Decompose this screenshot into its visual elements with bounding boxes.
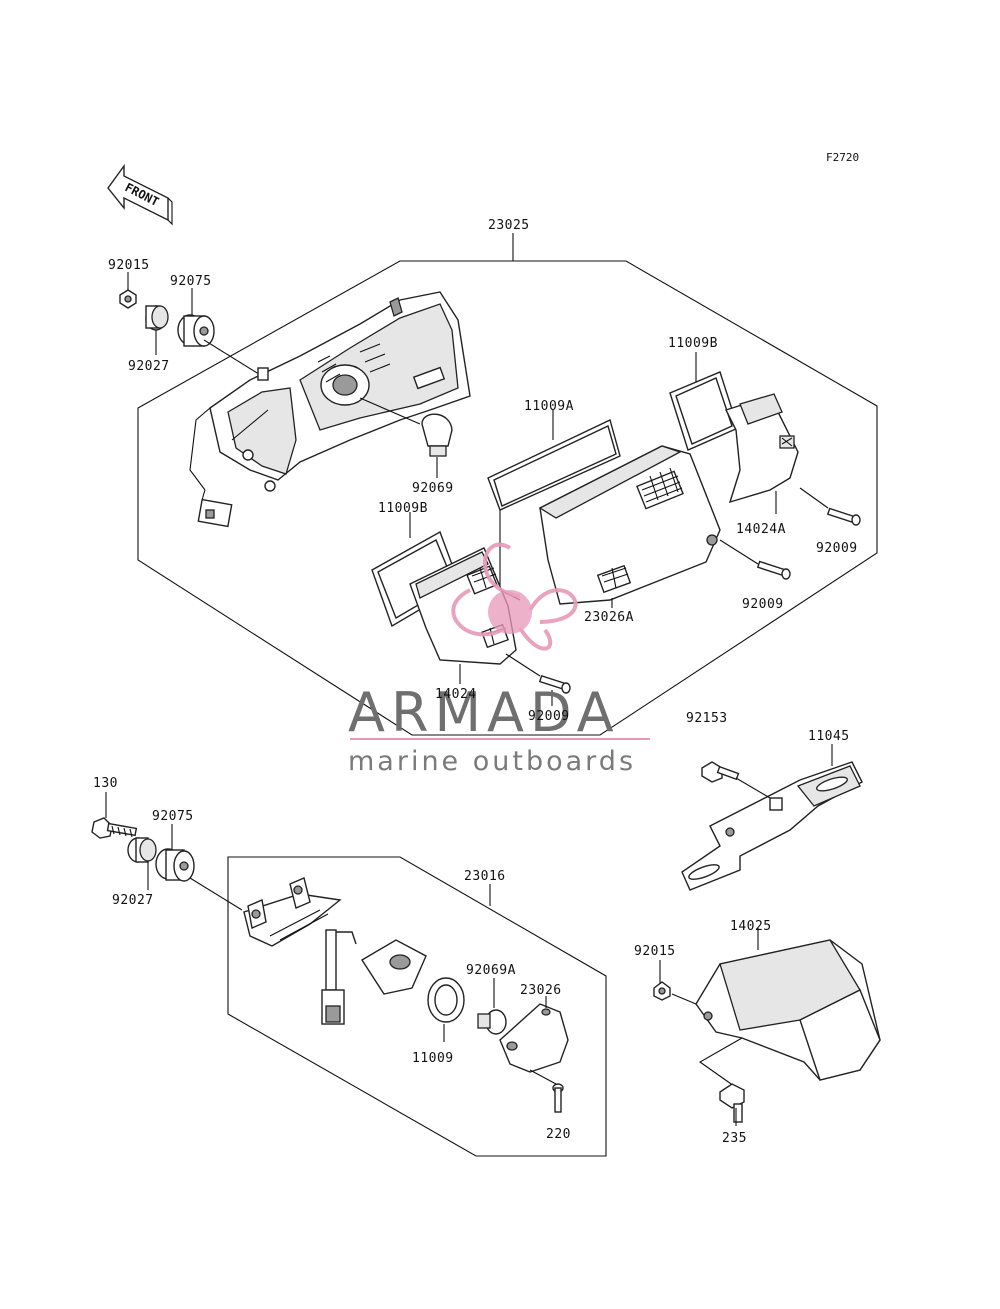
label-92027-top: 92027 <box>128 359 170 374</box>
gasket-11009 <box>427 977 465 1042</box>
figure-code: F2720 <box>826 151 859 164</box>
screw-92009-left <box>505 653 571 706</box>
label-14025: 14025 <box>730 919 772 934</box>
lens-23026a <box>538 445 721 608</box>
label-11009b-right: 11009B <box>668 336 718 351</box>
bracket-11045 <box>681 744 863 891</box>
label-23026a: 23026A <box>584 610 634 625</box>
label-23025: 23025 <box>488 218 530 233</box>
label-92075-lower: 92075 <box>152 809 194 824</box>
bolt-235 <box>719 1083 745 1123</box>
wire-connector <box>197 489 233 528</box>
label-92069a: 92069A <box>466 963 516 978</box>
label-92027-lower: 92027 <box>112 893 154 908</box>
label-11009a: 11009A <box>524 399 574 414</box>
grommet-92075-top <box>177 314 215 347</box>
part-labels: 23025 92015 92075 92027 92069 11009B 110… <box>93 218 858 1146</box>
label-14024: 14024 <box>435 687 477 702</box>
nut-92015-cover <box>653 981 697 1005</box>
label-92009-right: 92009 <box>816 541 858 556</box>
screw-92009-right <box>799 487 861 526</box>
label-23016: 23016 <box>464 869 506 884</box>
watermark-brand: ARMADA <box>348 681 620 744</box>
label-220: 220 <box>546 1127 571 1142</box>
leader-lines <box>105 272 737 1126</box>
license-lamp-bracket <box>243 877 342 947</box>
gasket-11009b-right <box>669 352 739 451</box>
armada-logo <box>451 542 578 651</box>
label-92009-left: 92009 <box>528 709 570 724</box>
nut-92015-top <box>119 289 137 309</box>
lamp-23026 <box>499 996 569 1073</box>
screw-92009-center <box>719 539 791 580</box>
label-92009-center: 92009 <box>742 597 784 612</box>
tail-lamp-housing <box>189 291 471 492</box>
grommet-92075-lower <box>155 848 195 882</box>
cover-14025 <box>695 928 881 1087</box>
bolt-92153 <box>701 761 771 799</box>
label-11009: 11009 <box>412 1051 454 1066</box>
screw-220 <box>529 1069 564 1113</box>
collar-92027-lower <box>127 837 157 863</box>
label-23026: 23026 <box>520 983 562 998</box>
lens-14024a <box>725 393 799 514</box>
label-14024a: 14024A <box>736 522 786 537</box>
license-lamp-assembly-frame <box>227 856 607 1157</box>
label-92153: 92153 <box>686 711 728 726</box>
collar-92027-top <box>145 305 169 331</box>
bulb-92069 <box>359 397 453 457</box>
label-92015-cover: 92015 <box>634 944 676 959</box>
label-11045: 11045 <box>808 729 850 744</box>
label-235: 235 <box>722 1131 747 1146</box>
tail-lamp-assembly-frame <box>137 233 878 736</box>
bolt-130 <box>91 817 138 839</box>
gasket-11009a <box>487 409 621 601</box>
bulb-92069a <box>477 978 507 1035</box>
label-92075-top: 92075 <box>170 274 212 289</box>
license-lamp-socket <box>321 929 427 1025</box>
watermark-tagline: marine outboards <box>348 746 636 777</box>
label-130: 130 <box>93 776 118 791</box>
front-arrow-icon: FRONT <box>107 163 173 226</box>
label-92015-top: 92015 <box>108 258 150 273</box>
label-11009b-left: 11009B <box>378 501 428 516</box>
label-92069: 92069 <box>412 481 454 496</box>
